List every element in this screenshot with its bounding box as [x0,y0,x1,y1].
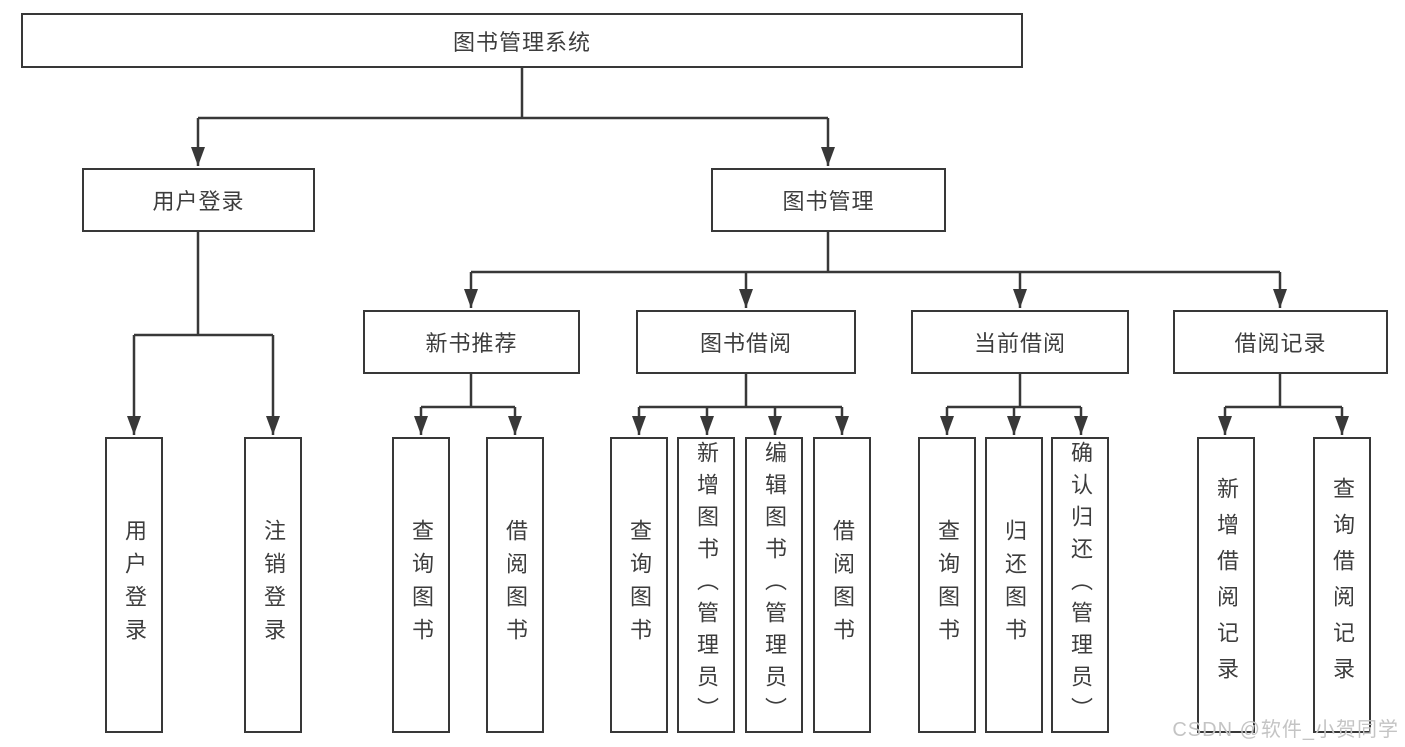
node-leaf-add-book-admin: 新增图书（管理员） [677,437,735,733]
node-leaf-confirm-return-admin: 确认归还（管理员） [1051,437,1109,733]
node-current-borrow-label: 当前借阅 [973,331,1066,356]
node-leaf-borrow-book-1: 借阅图书 [486,437,544,733]
node-user-login: 用户登录 [82,168,315,232]
node-leaf-query-book-2-label: 查询图书 [627,519,652,651]
node-book-management-label: 图书管理 [782,189,875,214]
node-leaf-confirm-return-admin-label: 确认归还（管理员） [1068,441,1093,729]
node-leaf-edit-book-admin: 编辑图书（管理员） [745,437,803,733]
node-book-borrow: 图书借阅 [636,310,856,374]
node-leaf-borrow-book-1-label: 借阅图书 [503,519,528,651]
node-user-login-label: 用户登录 [152,189,245,214]
node-borrow-record: 借阅记录 [1173,310,1388,374]
node-leaf-add-borrow-record-label: 新增借阅记录 [1214,477,1239,693]
node-leaf-query-borrow-record-label: 查询借阅记录 [1330,477,1355,693]
node-leaf-add-borrow-record: 新增借阅记录 [1197,437,1255,733]
node-root-system: 图书管理系统 [21,13,1023,68]
node-leaf-query-book-2: 查询图书 [610,437,668,733]
node-leaf-return-book-label: 归还图书 [1002,519,1027,651]
node-leaf-add-book-admin-label: 新增图书（管理员） [694,441,719,729]
node-book-management: 图书管理 [711,168,946,232]
node-new-book-recommend: 新书推荐 [363,310,580,374]
csdn-watermark: CSDN @软件_小贺同学 [1172,719,1399,741]
node-leaf-query-borrow-record: 查询借阅记录 [1313,437,1371,733]
node-new-book-recommend-label: 新书推荐 [425,331,518,356]
node-book-borrow-label: 图书借阅 [699,331,792,356]
node-leaf-borrow-book-2-label: 借阅图书 [830,519,855,651]
node-leaf-user-login-label: 用户登录 [122,519,147,651]
node-leaf-borrow-book-2: 借阅图书 [813,437,871,733]
node-leaf-query-book-3-label: 查询图书 [935,519,960,651]
node-current-borrow: 当前借阅 [911,310,1129,374]
node-leaf-user-login: 用户登录 [105,437,163,733]
node-leaf-query-book-1: 查询图书 [392,437,450,733]
node-leaf-query-book-1-label: 查询图书 [409,519,434,651]
node-leaf-logout: 注销登录 [244,437,302,733]
node-borrow-record-label: 借阅记录 [1234,331,1327,356]
node-leaf-logout-label: 注销登录 [261,519,286,651]
node-leaf-query-book-3: 查询图书 [918,437,976,733]
node-leaf-edit-book-admin-label: 编辑图书（管理员） [762,441,787,729]
node-leaf-return-book: 归还图书 [985,437,1043,733]
node-root-system-label: 图书管理系统 [452,29,591,55]
